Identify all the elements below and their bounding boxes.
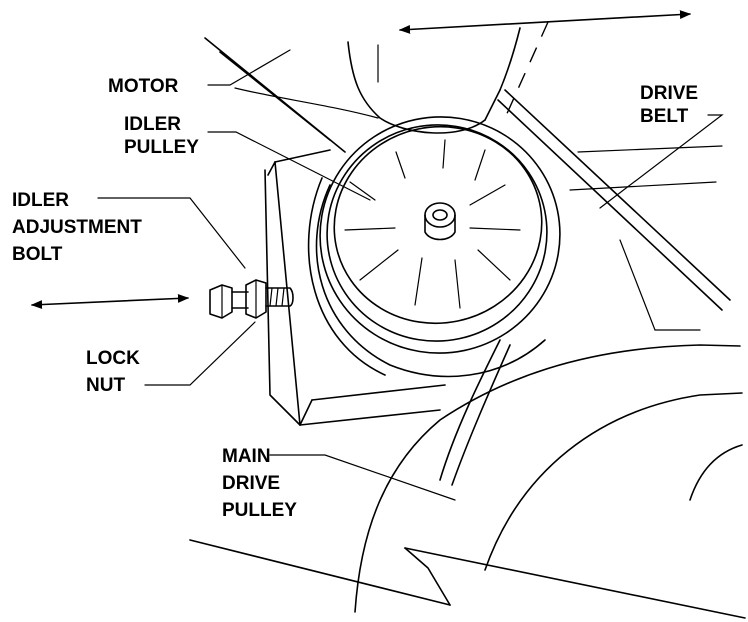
label-drive-belt-1: DRIVE [640, 83, 698, 104]
label-adjustment-bolt-2: ADJUSTMENT [12, 217, 142, 238]
motor-travel-arrow [398, 10, 692, 34]
main-drive-pulley [189, 344, 746, 619]
label-adjustment-bolt-3: BOLT [12, 244, 63, 265]
drive-belt-lower [439, 339, 501, 481]
label-motor: MOTOR [108, 76, 179, 97]
lock-nut [245, 279, 267, 319]
motor-body [234, 21, 549, 134]
idler-adjustment-bolt [209, 284, 294, 319]
label-idler-pulley-2: PULLEY [124, 137, 199, 158]
label-drive-belt-2: BELT [640, 106, 689, 127]
label-main-drive-pulley-3: PULLEY [222, 500, 297, 521]
label-lock-nut-1: LOCK [86, 348, 140, 369]
drive-belt [204, 37, 731, 311]
label-main-drive-pulley-1: MAIN [222, 446, 271, 467]
bolt-travel-arrow [30, 293, 190, 310]
idler-mounting-plate [264, 149, 701, 426]
label-lock-nut-2: NUT [86, 375, 125, 396]
label-idler-pulley-1: IDLER [124, 114, 181, 135]
idler-hub [424, 202, 456, 241]
label-main-drive-pulley-2: DRIVE [222, 473, 280, 494]
label-adjustment-bolt-1: IDLER [12, 190, 69, 211]
idler-pulley [307, 116, 561, 378]
leader-lines [97, 49, 724, 501]
